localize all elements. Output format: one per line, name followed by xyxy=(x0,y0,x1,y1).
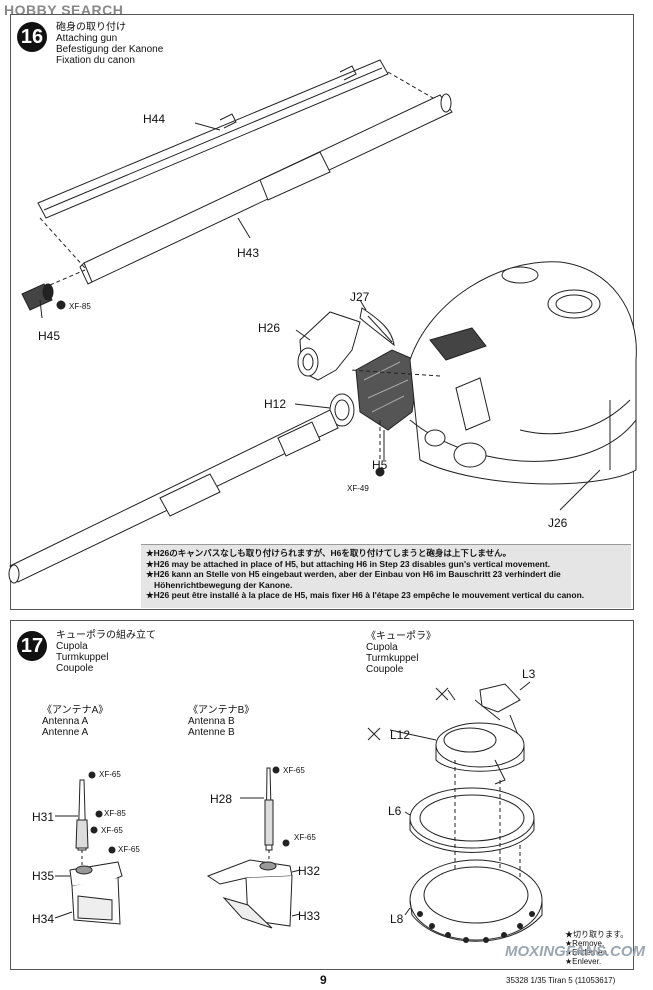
note-fr: ★H26 peut être installé à la place de H5… xyxy=(146,590,585,600)
part-h28: H28 xyxy=(210,792,233,806)
step16-notes-box xyxy=(141,544,631,608)
part-h32: H32 xyxy=(298,864,321,878)
footer-code: 35328 1/35 Tiran 5 (11053617) xyxy=(506,976,615,985)
part-h43: H43 xyxy=(237,246,260,260)
step17-number: 17 xyxy=(17,631,47,661)
cupola-fr: Coupole xyxy=(366,664,404,675)
step17-title: キューポラの組み立て Cupola Turmkuppel Coupole xyxy=(56,630,156,674)
part-l3: L3 xyxy=(522,667,536,681)
part-h5: H5 xyxy=(372,458,388,472)
note-de: ★H26 kann an Stelle von H5 eingebaut wer… xyxy=(146,569,561,579)
antenna-b-jp: 《アンテナB》 xyxy=(188,705,255,716)
remove-en: ★Remove. xyxy=(565,939,605,948)
title-en: Cupola xyxy=(56,641,88,652)
step16-title: 砲身の取り付け Attaching gun Befestigung der Ka… xyxy=(56,22,163,66)
title-fr: Coupole xyxy=(56,663,94,674)
antenna-a-de: Antenne A xyxy=(42,727,89,738)
part-h33: H33 xyxy=(298,909,321,923)
paint-xf65-b2: XF-65 xyxy=(294,833,316,842)
cupola-title: 《キューポラ》 Cupola Turmkuppel Coupole xyxy=(366,631,436,675)
part-h45: H45 xyxy=(38,329,61,343)
part-j26: J26 xyxy=(548,516,568,530)
step16-notes: ★H26のキャンバスなしも取り付けられますが、H6を取り付けてしまうと砲身は上下… xyxy=(146,548,626,601)
part-l6: L6 xyxy=(388,804,402,818)
note-en: ★H26 may be attached in place of H5, but… xyxy=(146,558,551,569)
part-j27: J27 xyxy=(350,290,370,304)
remove-de: ★Entfernen. xyxy=(565,948,610,957)
title-de: Befestigung der Kanone xyxy=(56,44,164,55)
title-jp: 砲身の取り付け xyxy=(56,22,126,33)
remove-jp: ★切り取ります。 xyxy=(565,930,629,939)
remove-fr: ★Enlever. xyxy=(565,957,602,966)
title-de: Turmkuppel xyxy=(56,652,109,663)
page-number: 9 xyxy=(320,973,327,987)
part-h26: H26 xyxy=(258,321,281,335)
paint-xf65-a2: XF-65 xyxy=(101,826,123,835)
part-h34: H34 xyxy=(32,912,55,926)
remove-legend: ★切り取ります。 ★Remove. ★Entfernen. ★Enlever. xyxy=(565,930,628,966)
step16-frame xyxy=(10,14,634,610)
antenna-a-en: Antenna A xyxy=(42,716,89,727)
moxingfans-watermark: MOXINGFANS.COM xyxy=(504,943,645,960)
paint-xf65-a3: XF-65 xyxy=(118,845,140,854)
paint-xf85-a: XF-85 xyxy=(104,809,126,818)
kit-ref: (11053617) xyxy=(574,976,616,985)
cupola-de: Turmkuppel xyxy=(366,653,419,664)
antenna-b-de: Antenne B xyxy=(188,727,235,738)
part-h44: H44 xyxy=(143,112,166,126)
note-jp: ★H26のキャンバスなしも取り付けられますが、H6を取り付けてしまうと砲身は上下… xyxy=(146,548,512,558)
part-h31: H31 xyxy=(32,810,55,824)
cupola-en: Cupola xyxy=(366,642,398,653)
part-l12: L12 xyxy=(390,728,411,742)
paint-xf65-a1: XF-65 xyxy=(99,770,121,779)
kit-code: 35328 xyxy=(506,976,529,985)
note-de-cont: Höhenrichtbewegung der Kanone. xyxy=(154,579,293,590)
antenna-b-title: 《アンテナB》 Antenna B Antenne B xyxy=(188,705,254,738)
antenna-a-jp: 《アンテナA》 xyxy=(42,705,109,716)
antenna-b-en: Antenna B xyxy=(188,716,235,727)
kit-name: 1/35 Tiran 5 xyxy=(530,976,573,985)
paint-xf65-b1: XF-65 xyxy=(283,766,305,775)
antenna-a-title: 《アンテナA》 Antenna A Antenne A xyxy=(42,705,108,738)
title-jp: キューポラの組み立て xyxy=(56,630,156,641)
part-l8: L8 xyxy=(390,912,404,926)
title-en: Attaching gun xyxy=(56,33,118,44)
paint-xf85: XF-85 xyxy=(69,302,91,311)
step16-number: 16 xyxy=(17,22,47,52)
paint-xf49: XF-49 xyxy=(347,484,369,493)
step17-frame xyxy=(10,620,634,970)
title-fr: Fixation du canon xyxy=(56,55,135,66)
part-h12: H12 xyxy=(264,397,287,411)
part-h35: H35 xyxy=(32,869,55,883)
cupola-jp: 《キューポラ》 xyxy=(366,631,436,642)
